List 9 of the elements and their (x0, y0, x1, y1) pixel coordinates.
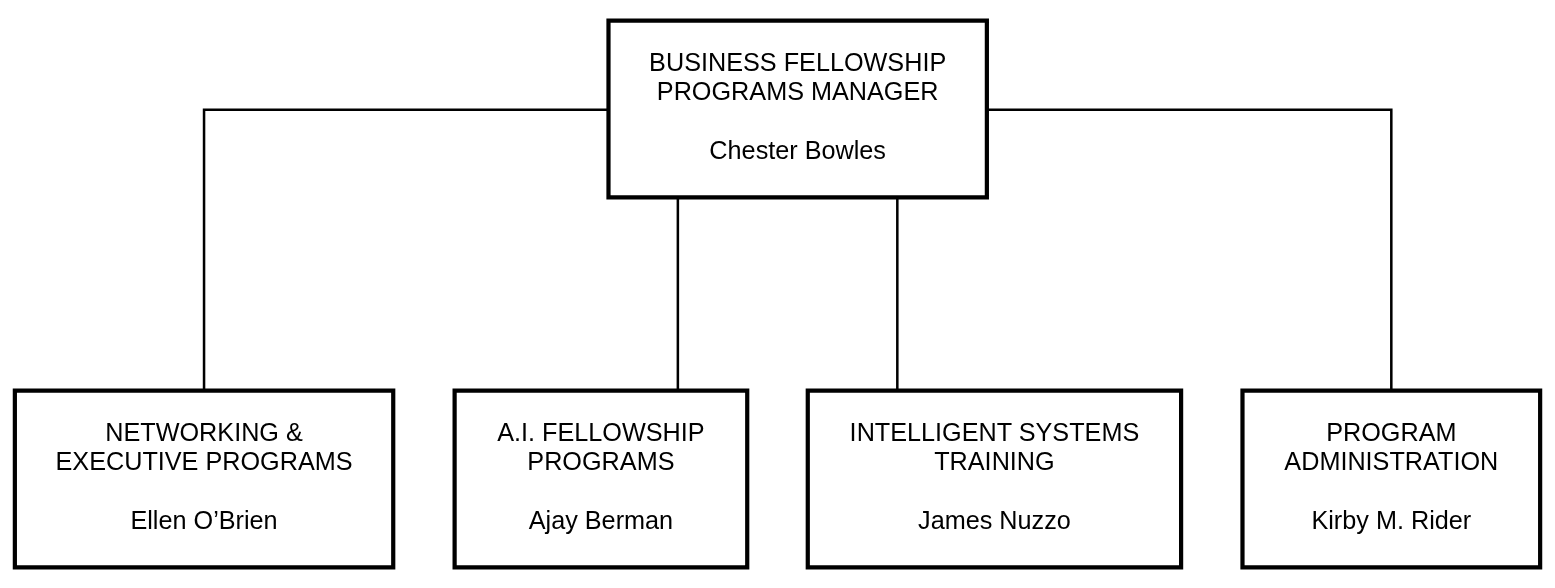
connector (676, 197, 680, 391)
node-box: NETWORKING & EXECUTIVE PROGRAMS Ellen O’Brien (12, 388, 396, 570)
node-box: PROGRAM ADMINISTRATION Kirby M. Rider (1240, 388, 1543, 570)
connector (202, 108, 609, 391)
connector (896, 197, 899, 391)
node-box: INTELLIGENT SYSTEMS TRAINING James Nuzzo (805, 388, 1184, 570)
connector (987, 108, 1393, 391)
node-box: BUSINESS FELLOWSHIP PROGRAMS MANAGER Chester Bowles (606, 18, 989, 200)
node-box: A.I. FELLOWSHIP PROGRAMS Ajay Berman (452, 388, 750, 570)
